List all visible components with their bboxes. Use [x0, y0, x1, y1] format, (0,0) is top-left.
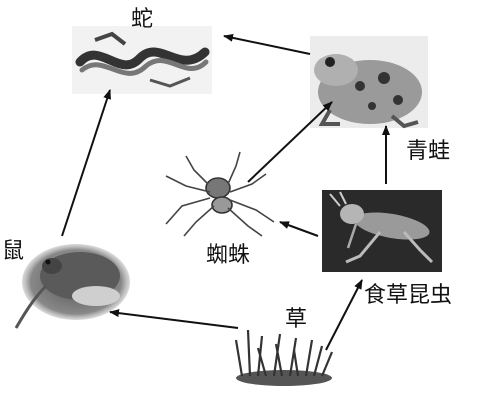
- spider-label: 蜘蛛: [206, 243, 250, 268]
- arrow-grasshopper-to-spider: [280, 222, 318, 236]
- arrow-grass-to-mouse: [110, 312, 238, 328]
- arrow-frog-to-snake: [224, 36, 310, 54]
- snake-icon: [72, 26, 212, 94]
- grass-icon: [236, 330, 332, 386]
- arrow-grass-to-grasshopper: [326, 280, 362, 350]
- frog-icon: [310, 36, 428, 128]
- mouse-label: 鼠: [2, 239, 24, 264]
- arrow-mouse-to-snake: [62, 90, 110, 236]
- frog-label: 青蛙: [406, 139, 450, 164]
- snake-label: 蛇: [131, 7, 153, 32]
- arrow-spider-to-frog: [248, 102, 332, 182]
- grasshopper-icon: [322, 190, 442, 272]
- spider-icon: [166, 152, 274, 236]
- mouse-icon: [16, 244, 130, 328]
- grass-label: 草: [285, 307, 307, 332]
- grasshopper-label: 食草昆虫: [364, 283, 452, 308]
